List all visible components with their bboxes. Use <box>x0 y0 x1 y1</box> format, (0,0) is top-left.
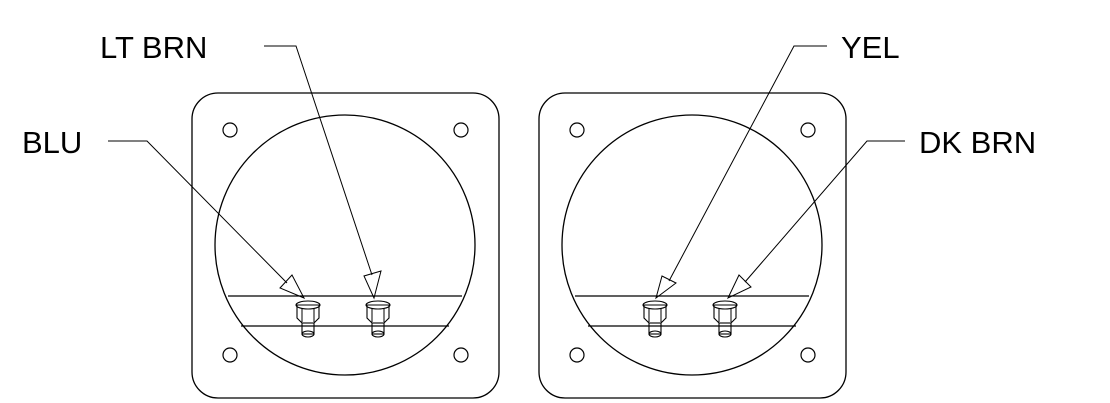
label-blu: BLU <box>22 125 82 160</box>
right-mounting-hole-top-left <box>569 122 585 138</box>
right-mounting-hole-top-right <box>800 122 816 138</box>
left-gauge <box>191 92 500 399</box>
callout-yel <box>655 45 827 300</box>
left-mounting-hole-top-right <box>453 122 469 138</box>
arrowhead-lt-brn <box>363 270 382 300</box>
leader-line-blu <box>108 140 288 284</box>
right-gauge-bezel <box>538 92 847 399</box>
left-terminal-stud-1 <box>295 300 321 338</box>
label-dk-brn: DK BRN <box>919 125 1036 160</box>
left-terminal-stud-2 <box>365 300 391 338</box>
right-terminal-stud-2 <box>712 300 738 338</box>
left-mounting-hole-bottom-right <box>453 347 469 363</box>
leader-line-lt-brn <box>264 45 373 276</box>
right-mounting-hole-bottom-right <box>800 347 816 363</box>
label-lt-brn: LT BRN <box>100 30 207 65</box>
callout-dk-brn <box>726 140 905 300</box>
callout-blu <box>108 140 306 299</box>
arrowhead-yel <box>655 275 677 300</box>
leader-line-yel <box>668 45 827 282</box>
right-terminal-stud-1 <box>642 300 668 338</box>
left-mounting-hole-bottom-left <box>222 347 238 363</box>
left-gauge-bezel <box>191 92 500 399</box>
label-yel: YEL <box>841 30 900 65</box>
callout-lt-brn <box>264 45 382 300</box>
arrowhead-dk-brn <box>726 274 752 300</box>
left-gauge-face <box>214 114 476 376</box>
arrowhead-blu <box>279 274 306 299</box>
right-gauge-face <box>561 114 823 376</box>
right-mounting-hole-bottom-left <box>569 347 585 363</box>
left-mounting-hole-top-left <box>222 122 238 138</box>
leader-line-dk-brn <box>744 140 905 283</box>
right-gauge <box>538 92 847 399</box>
